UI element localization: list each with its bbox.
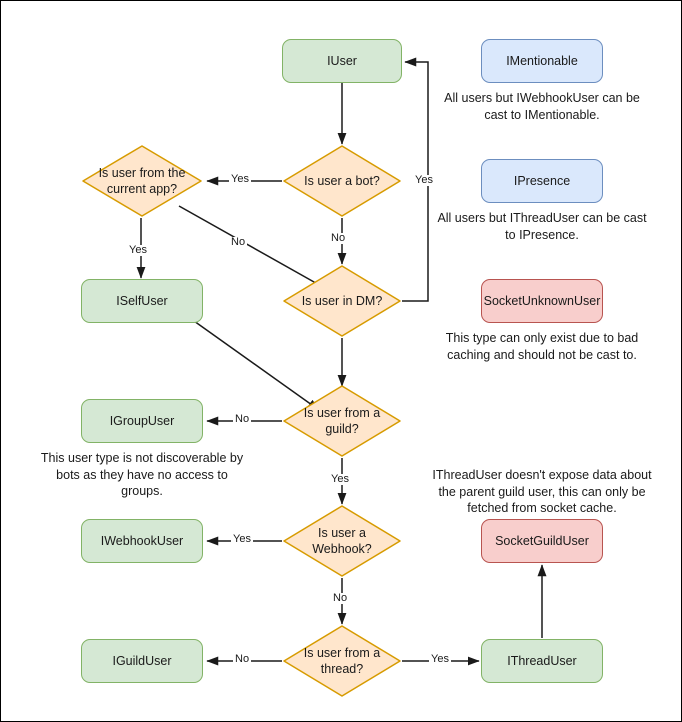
edge-label-currentapp-no: No [229, 236, 248, 248]
edge-label-isthread-yes: Yes [429, 653, 451, 665]
node-imentionable[interactable]: IMentionable [481, 39, 603, 83]
caption-socket-guild-user: IThreadUser doesn't expose data about th… [432, 468, 652, 515]
node-socket-guild-user-label: SocketGuildUser [495, 534, 589, 548]
is-thread-diamond-shape [283, 625, 401, 697]
caption-imentionable: All users but IWebhookUser can be cast t… [444, 91, 640, 122]
caption-ipresence: All users but IThreadUser can be cast to… [437, 211, 647, 242]
is-guild-diamond-shape [283, 385, 401, 457]
node-igroup-user-label: IGroupUser [109, 414, 175, 428]
node-socket-unknown-user-label: SocketUnknownUser [483, 294, 601, 308]
decision-is-current-app-label: Is user from the current app? [98, 165, 186, 196]
edge-label-isdm-yes: Yes [413, 174, 435, 186]
node-iguild-user[interactable]: IGuildUser [81, 639, 203, 683]
decision-is-webhook-label: Is user a Webhook? [312, 525, 372, 556]
node-iself-user[interactable]: ISelfUser [81, 279, 203, 323]
node-iuser-label: IUser [327, 54, 357, 68]
decision-is-dm[interactable]: Is user in DM? [282, 264, 402, 338]
node-iwebhook-user-label: IWebhookUser [100, 534, 184, 548]
is-current-app-diamond-shape [82, 145, 202, 217]
decision-is-guild-label: Is user from a guild? [303, 405, 381, 436]
node-socket-unknown-user[interactable]: SocketUnknownUser [481, 279, 603, 323]
node-iguild-user-label: IGuildUser [112, 654, 172, 668]
decision-is-bot[interactable]: Is user a bot? [282, 144, 402, 218]
edge-label-iswebhook-no: No [331, 592, 350, 604]
node-socket-guild-user[interactable]: SocketGuildUser [481, 519, 603, 563]
node-ipresence[interactable]: IPresence [481, 159, 603, 203]
edge-label-iswebhook-yes: Yes [231, 533, 253, 545]
caption-socket-unknown-user: This type can only exist due to bad cach… [445, 331, 639, 362]
decision-is-dm-label: Is user in DM? [301, 293, 383, 308]
is-dm-diamond-shape [283, 265, 401, 337]
edge-label-isbot-no: No [329, 232, 348, 244]
decision-is-webhook[interactable]: Is user a Webhook? [282, 504, 402, 578]
decision-is-thread[interactable]: Is user from a thread? [282, 624, 402, 698]
edge-label-isbot-yes: Yes [229, 173, 251, 185]
decision-is-bot-label: Is user a bot? [304, 173, 380, 188]
node-iself-user-label: ISelfUser [116, 294, 168, 308]
edge-label-isthread-no: No [233, 653, 252, 665]
is-webhook-diamond-shape [283, 505, 401, 577]
node-iwebhook-user[interactable]: IWebhookUser [81, 519, 203, 563]
node-ithread-user[interactable]: IThreadUser [481, 639, 603, 683]
node-imentionable-label: IMentionable [506, 54, 578, 68]
edge-label-isguild-yes: Yes [329, 473, 351, 485]
node-iuser[interactable]: IUser [282, 39, 402, 83]
edge-label-currentapp-yes: Yes [127, 244, 149, 256]
node-ipresence-label: IPresence [513, 174, 571, 188]
is-bot-diamond-shape [283, 145, 401, 217]
decision-is-guild[interactable]: Is user from a guild? [282, 384, 402, 458]
node-igroup-user[interactable]: IGroupUser [81, 399, 203, 443]
decision-is-thread-label: Is user from a thread? [303, 645, 381, 676]
caption-igroup-user: This user type is not discoverable by bo… [40, 451, 244, 498]
decision-is-current-app[interactable]: Is user from the current app? [81, 144, 203, 218]
edge-label-isguild-no: No [233, 413, 252, 425]
node-ithread-user-label: IThreadUser [507, 654, 577, 668]
